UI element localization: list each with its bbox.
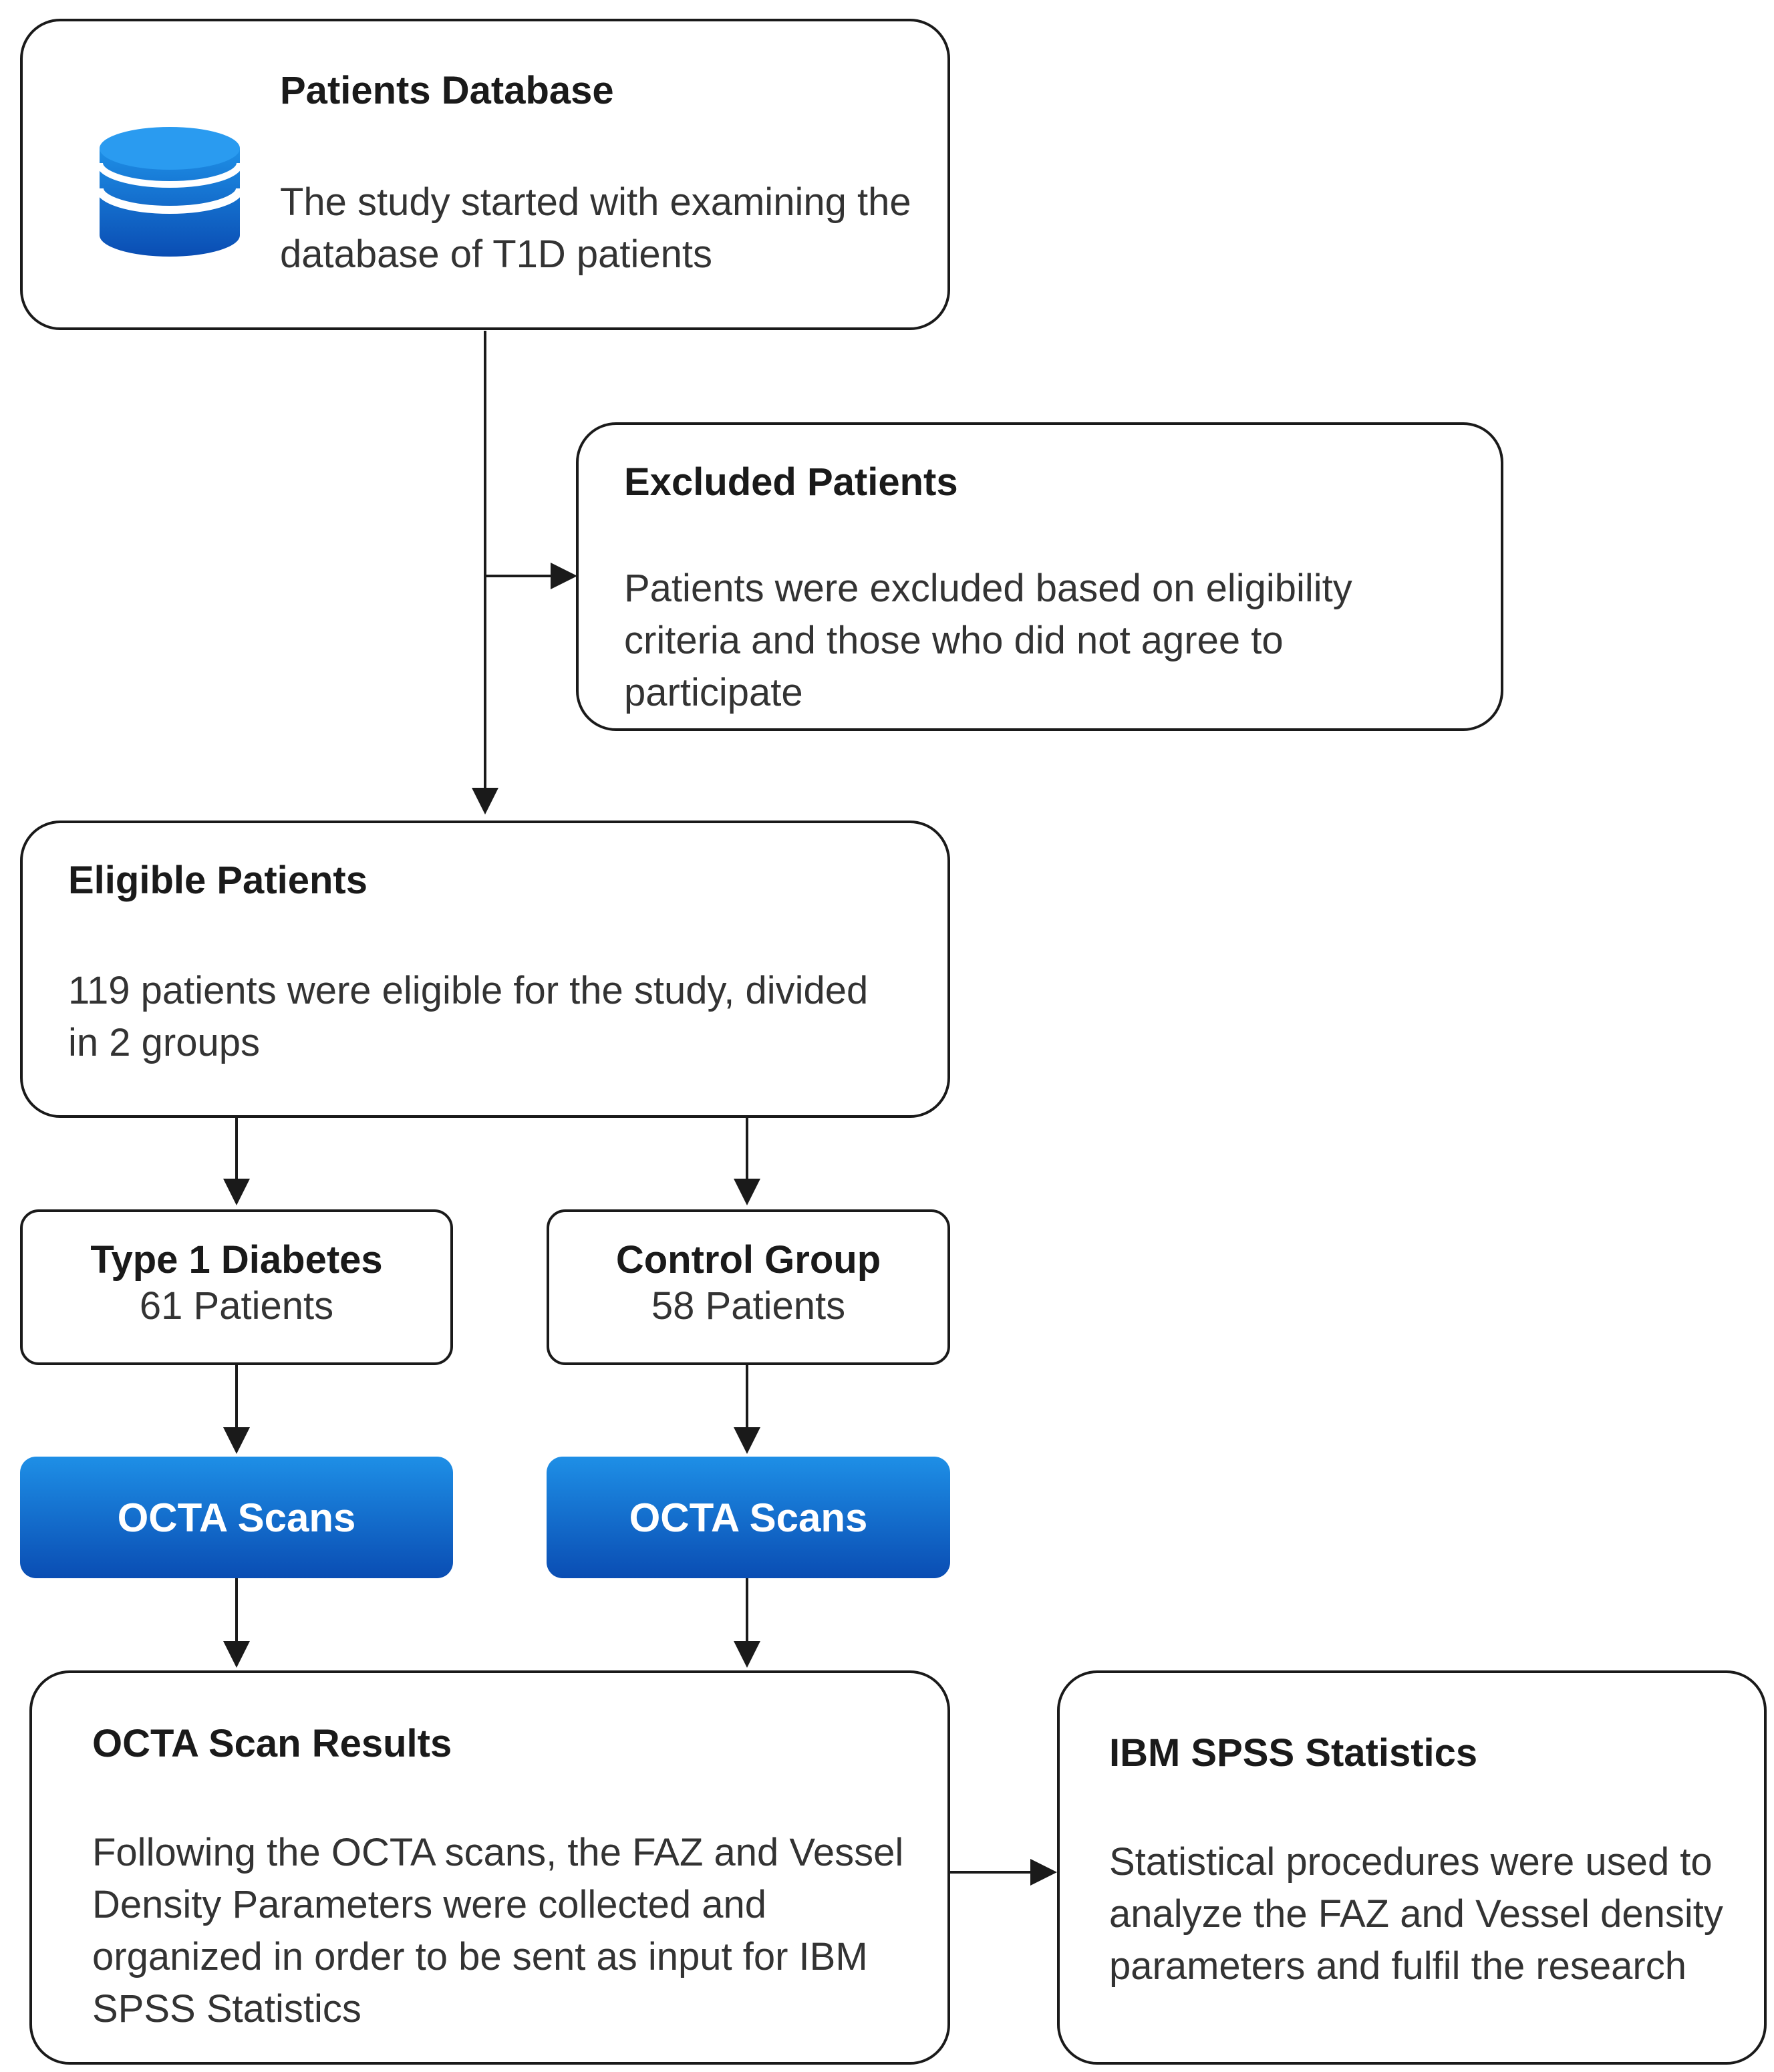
octa-scans-left: OCTA Scans xyxy=(20,1457,453,1578)
patients-database-title: Patients Database xyxy=(280,69,614,112)
excluded-patients-title: Excluded Patients xyxy=(624,460,958,504)
control-group-box: Control Group 58 Patients xyxy=(547,1209,950,1365)
excluded-patients-box: Excluded Patients Patients were excluded… xyxy=(576,422,1503,731)
control-group-count: 58 Patients xyxy=(651,1284,846,1328)
eligible-patients-text: 119 patients were eligible for the study… xyxy=(68,969,869,1064)
spss-title: IBM SPSS Statistics xyxy=(1109,1731,1478,1775)
control-group-title: Control Group xyxy=(615,1238,881,1282)
type1-diabetes-box: Type 1 Diabetes 61 Patients xyxy=(20,1209,453,1365)
octa-results-text: Following the OCTA scans, the FAZ and Ve… xyxy=(92,1831,904,2031)
database-icon xyxy=(96,127,244,257)
octa-results-title: OCTA Scan Results xyxy=(92,1722,452,1765)
patients-database-box: Patients Database The study started with… xyxy=(20,19,950,330)
eligible-patients-title: Eligible Patients xyxy=(68,859,367,902)
spss-box: IBM SPSS Statistics Statistical procedur… xyxy=(1057,1670,1767,2065)
type1-diabetes-count: 61 Patients xyxy=(139,1284,334,1328)
eligible-patients-box: Eligible Patients 119 patients were elig… xyxy=(20,821,950,1118)
excluded-patients-text: Patients were excluded based on eligibil… xyxy=(624,567,1352,714)
octa-scans-right: OCTA Scans xyxy=(547,1457,950,1578)
octa-results-box: OCTA Scan Results Following the OCTA sca… xyxy=(29,1670,950,2065)
spss-text: Statistical procedures were used to anal… xyxy=(1109,1840,1723,1988)
patients-database-text: The study started with examining the dat… xyxy=(280,180,911,276)
type1-diabetes-title: Type 1 Diabetes xyxy=(90,1238,383,1282)
